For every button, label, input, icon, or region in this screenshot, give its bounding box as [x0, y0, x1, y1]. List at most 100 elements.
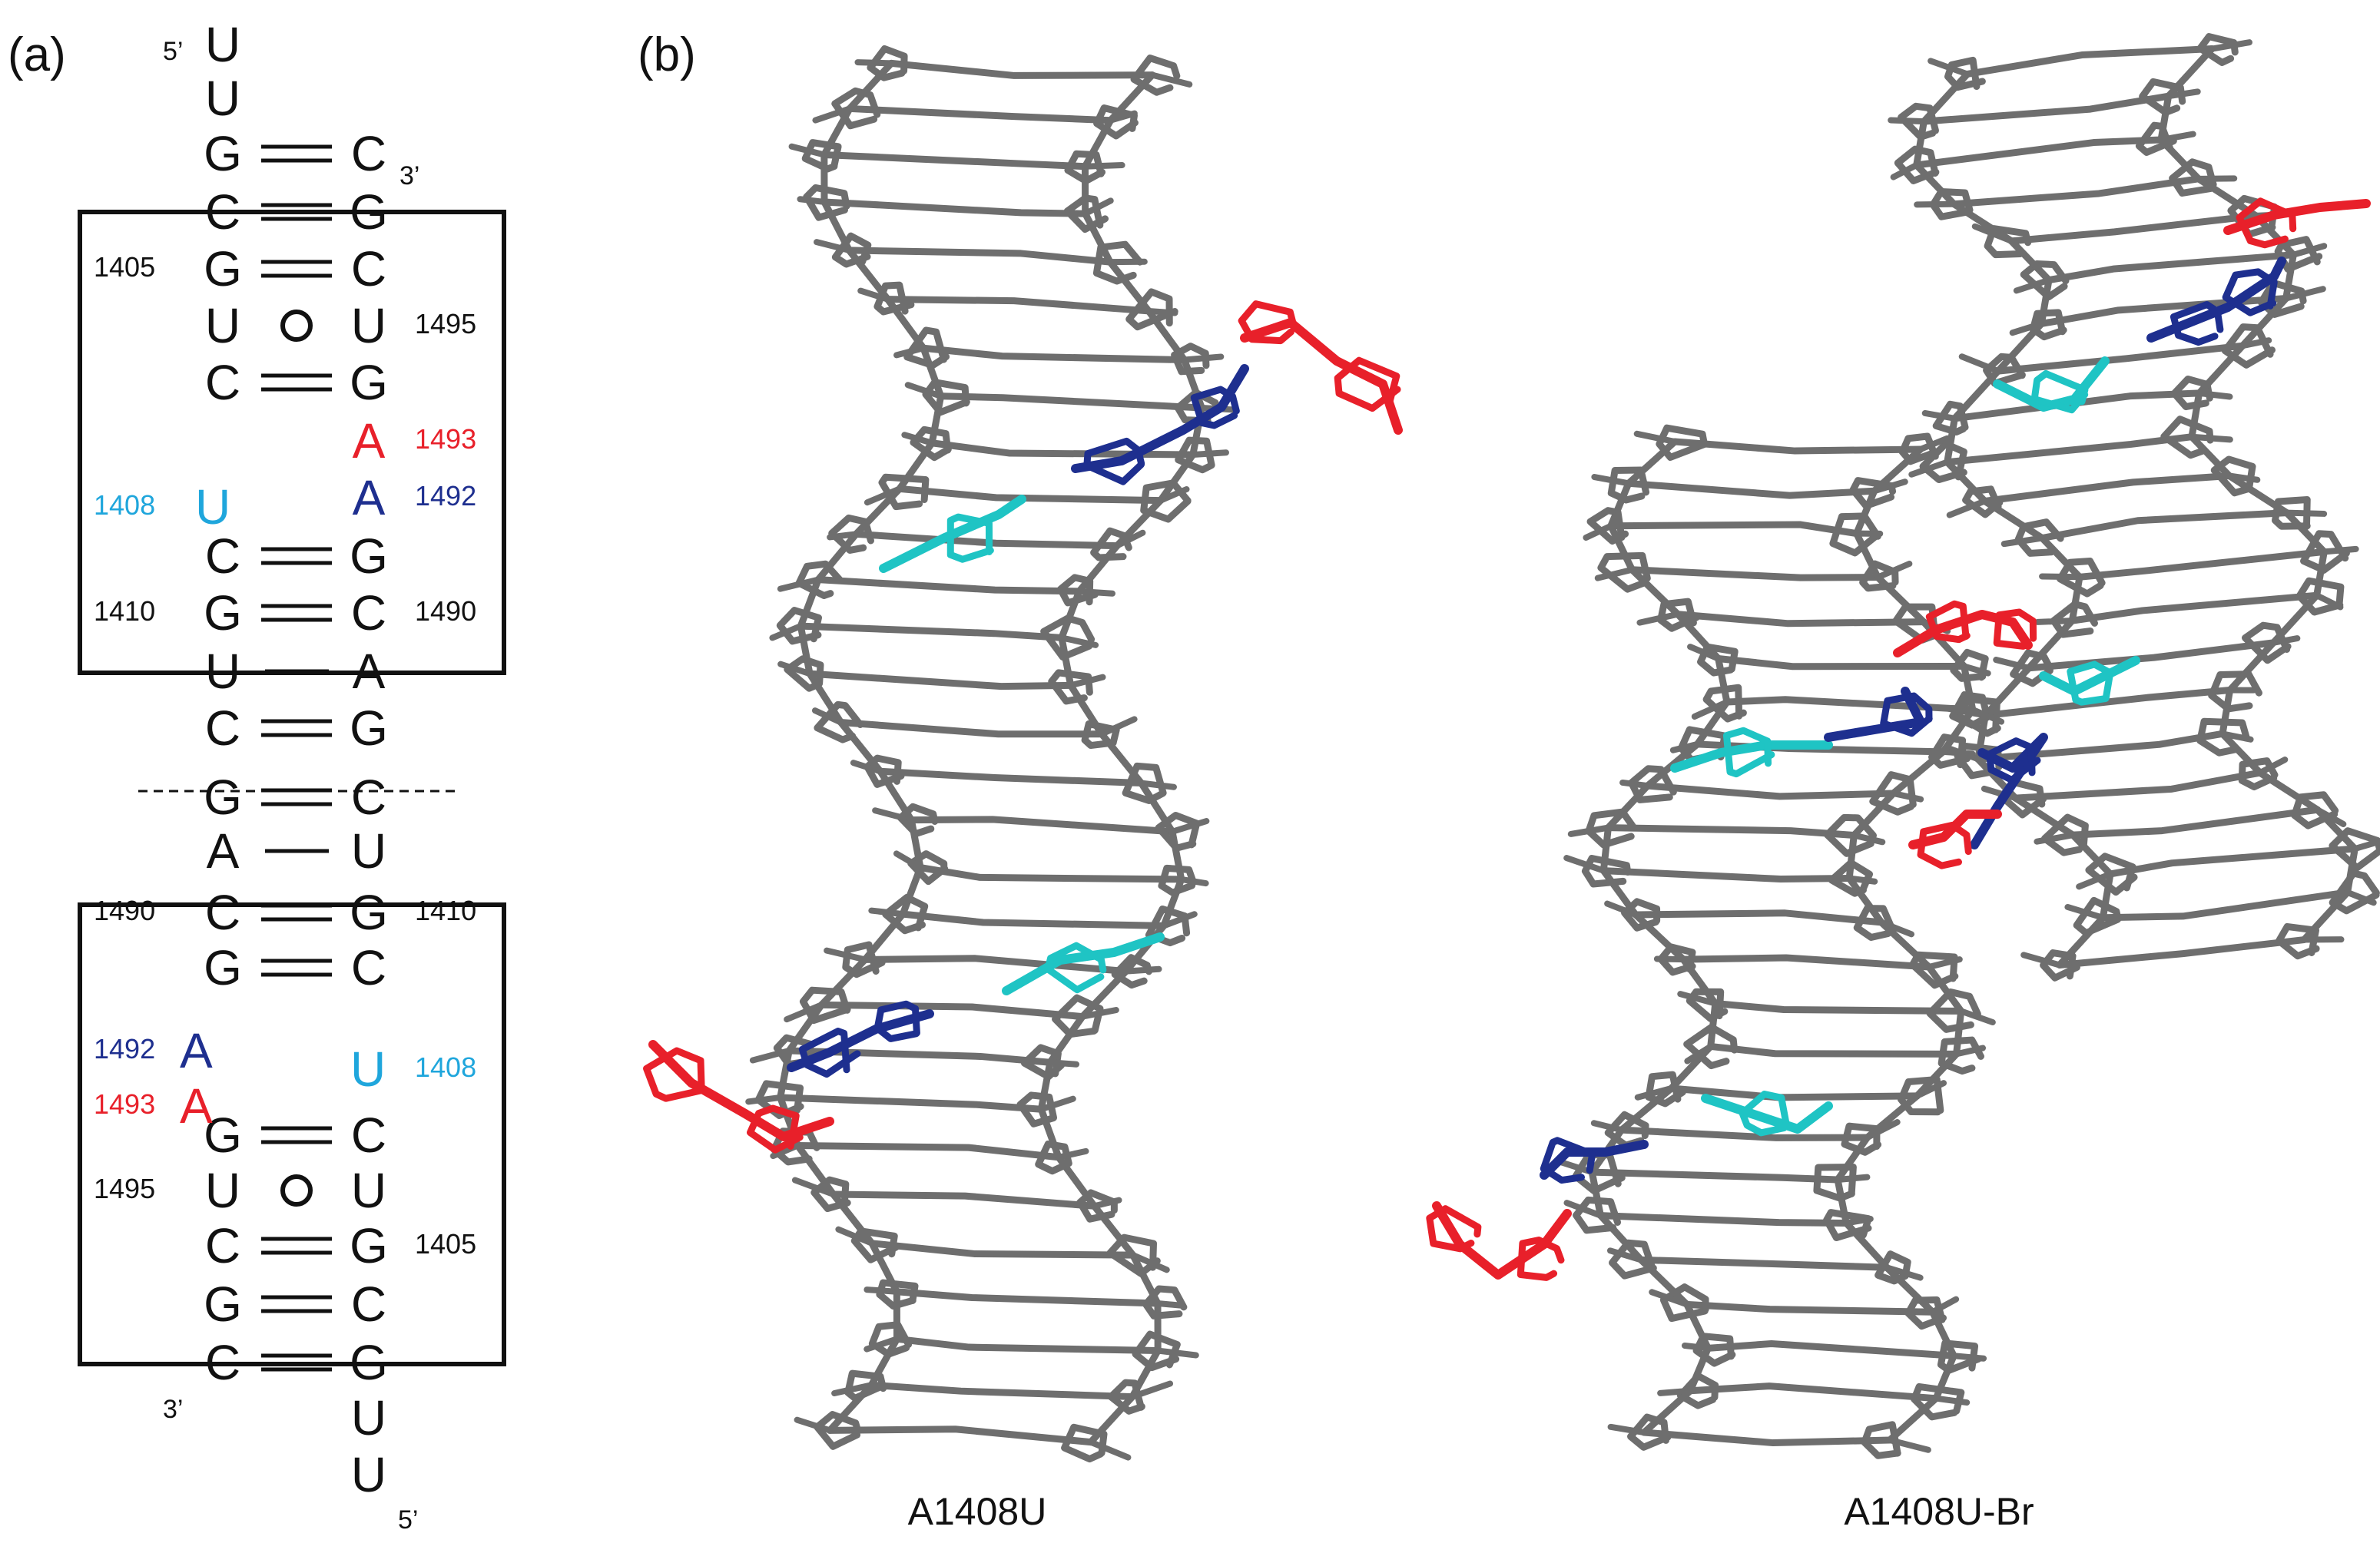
u1408-residue [879, 495, 1026, 573]
backbone-strand [2256, 769, 2322, 813]
backbone-strand [1981, 497, 2046, 542]
nucleotide-left: G [204, 126, 242, 181]
phosphate-stick [2256, 757, 2289, 776]
base-pair-stick [896, 485, 1165, 505]
wobble-pair-symbol [280, 310, 313, 342]
backbone-strand [1981, 664, 2033, 719]
sugar-ring [2014, 518, 2064, 557]
phosphate-stick [2013, 276, 2053, 294]
backbone-strand [1129, 1347, 1162, 1401]
base-pair-stick [852, 530, 1121, 550]
u1408-residue-ring [2067, 661, 2114, 706]
base-pair-stick [867, 1381, 1136, 1401]
backbone-strand [2226, 472, 2291, 517]
base-pair-stick [1974, 730, 2226, 763]
phosphate-stick [1160, 911, 1198, 929]
backbone-strand [1925, 963, 1965, 1015]
residue-number: 1495 [94, 1173, 155, 1204]
sugar-ring [1962, 485, 2004, 518]
nucleotide-right: G [350, 1335, 388, 1390]
a1493-residue-ring [1917, 821, 1972, 869]
phosphate-stick [868, 907, 907, 918]
base-pair-stick [1920, 92, 2173, 125]
structure-a1408u [643, 45, 1403, 1463]
backbone-strand [846, 59, 895, 112]
phosphate-stick [1138, 780, 1177, 790]
base-pair-stick [1588, 1168, 1841, 1184]
sugar-ring [1063, 194, 1109, 233]
backbone-strand [2239, 295, 2290, 349]
phosphate-stick [2034, 832, 2077, 845]
sugar-ring [1869, 771, 1917, 816]
residue-number: 1492 [415, 480, 476, 512]
residue-number: 1410 [415, 895, 476, 926]
u1408-residue [1670, 740, 1833, 773]
sugar-ring [2196, 717, 2250, 757]
backbone-strand [806, 670, 844, 726]
panel-b-label: (b) [638, 28, 696, 81]
sugar-ring [831, 87, 881, 130]
base-pair-stick [1671, 438, 1924, 455]
sugar-ring [1861, 1421, 1901, 1459]
backbone-strand [2037, 276, 2053, 327]
sugar-ring [1130, 55, 1181, 96]
backbone-strand [1058, 588, 1083, 641]
nucleotide-right: A [353, 470, 386, 525]
phosphate-stick [854, 59, 895, 67]
phosphate-stick [749, 1047, 793, 1064]
backbone-strand [2056, 914, 2107, 969]
backbone-strand [928, 392, 945, 447]
base-pair-stick [899, 910, 1168, 929]
phosphate-stick [1914, 200, 1957, 208]
backbone-strand [2007, 237, 2053, 284]
bulge-a1492-bottom-num: 1492 [94, 1033, 155, 1065]
phosphate-stick [1835, 1174, 1871, 1184]
nucleotide-right: C [351, 940, 386, 995]
sugar-ring [2242, 621, 2292, 664]
u1408-residue-ring [1044, 942, 1107, 994]
phosphate-stick [1851, 832, 1886, 846]
base-pair-stick [917, 864, 1185, 883]
backbone-strand [1834, 1134, 1871, 1184]
sugar-ring [1092, 240, 1144, 285]
sugar-ring [784, 655, 824, 692]
base-pair-stick [1644, 782, 1897, 800]
backbone-strand [1145, 307, 1188, 364]
phosphate-stick [1917, 435, 1951, 452]
nucleotide-right: C [351, 126, 386, 181]
phosphate-stick [1055, 1147, 1089, 1161]
phosphate-stick [1076, 588, 1116, 597]
phosphate-stick [1168, 818, 1210, 835]
phosphate-stick [2000, 535, 2046, 548]
a1493-residue [1893, 610, 2033, 657]
backbone-strand [1640, 1387, 1694, 1436]
backbone-strand [2314, 806, 2358, 853]
backbone-strand [1599, 867, 1639, 919]
sugar-ring [1132, 1330, 1181, 1372]
backbone-strand [2313, 548, 2328, 599]
phosphate-stick [1590, 1120, 1625, 1134]
backbone-strand [1632, 911, 1687, 963]
sugar-ring [1984, 225, 2032, 259]
bulge-u1408-top: U [195, 479, 230, 535]
phosphate-stick [1908, 459, 1951, 478]
sugar-ring [1140, 479, 1192, 523]
backbone-strand [1596, 1212, 1645, 1263]
phosphate-stick [1969, 706, 2005, 725]
a1492-residue-ring [873, 1000, 920, 1042]
sugar-ring [2050, 601, 2099, 638]
backbone-strand [777, 1047, 793, 1101]
residue-number: 1405 [94, 251, 155, 283]
backbone-strand [1081, 117, 1115, 171]
phosphate-stick [1946, 498, 1988, 518]
backbone-strand [1864, 1092, 1921, 1141]
nucleotide-right: A [353, 644, 386, 699]
backbone-strand [1037, 1105, 1062, 1161]
phosphate-stick [872, 807, 915, 823]
phosphate-stick [1178, 876, 1209, 887]
phosphate-stick [1563, 855, 1607, 874]
a1492-residue-ring [1880, 692, 1933, 737]
backbone-strand [868, 1240, 900, 1296]
sugar-ring [1081, 720, 1120, 750]
structure-a1408u-br [1426, 33, 2380, 1459]
